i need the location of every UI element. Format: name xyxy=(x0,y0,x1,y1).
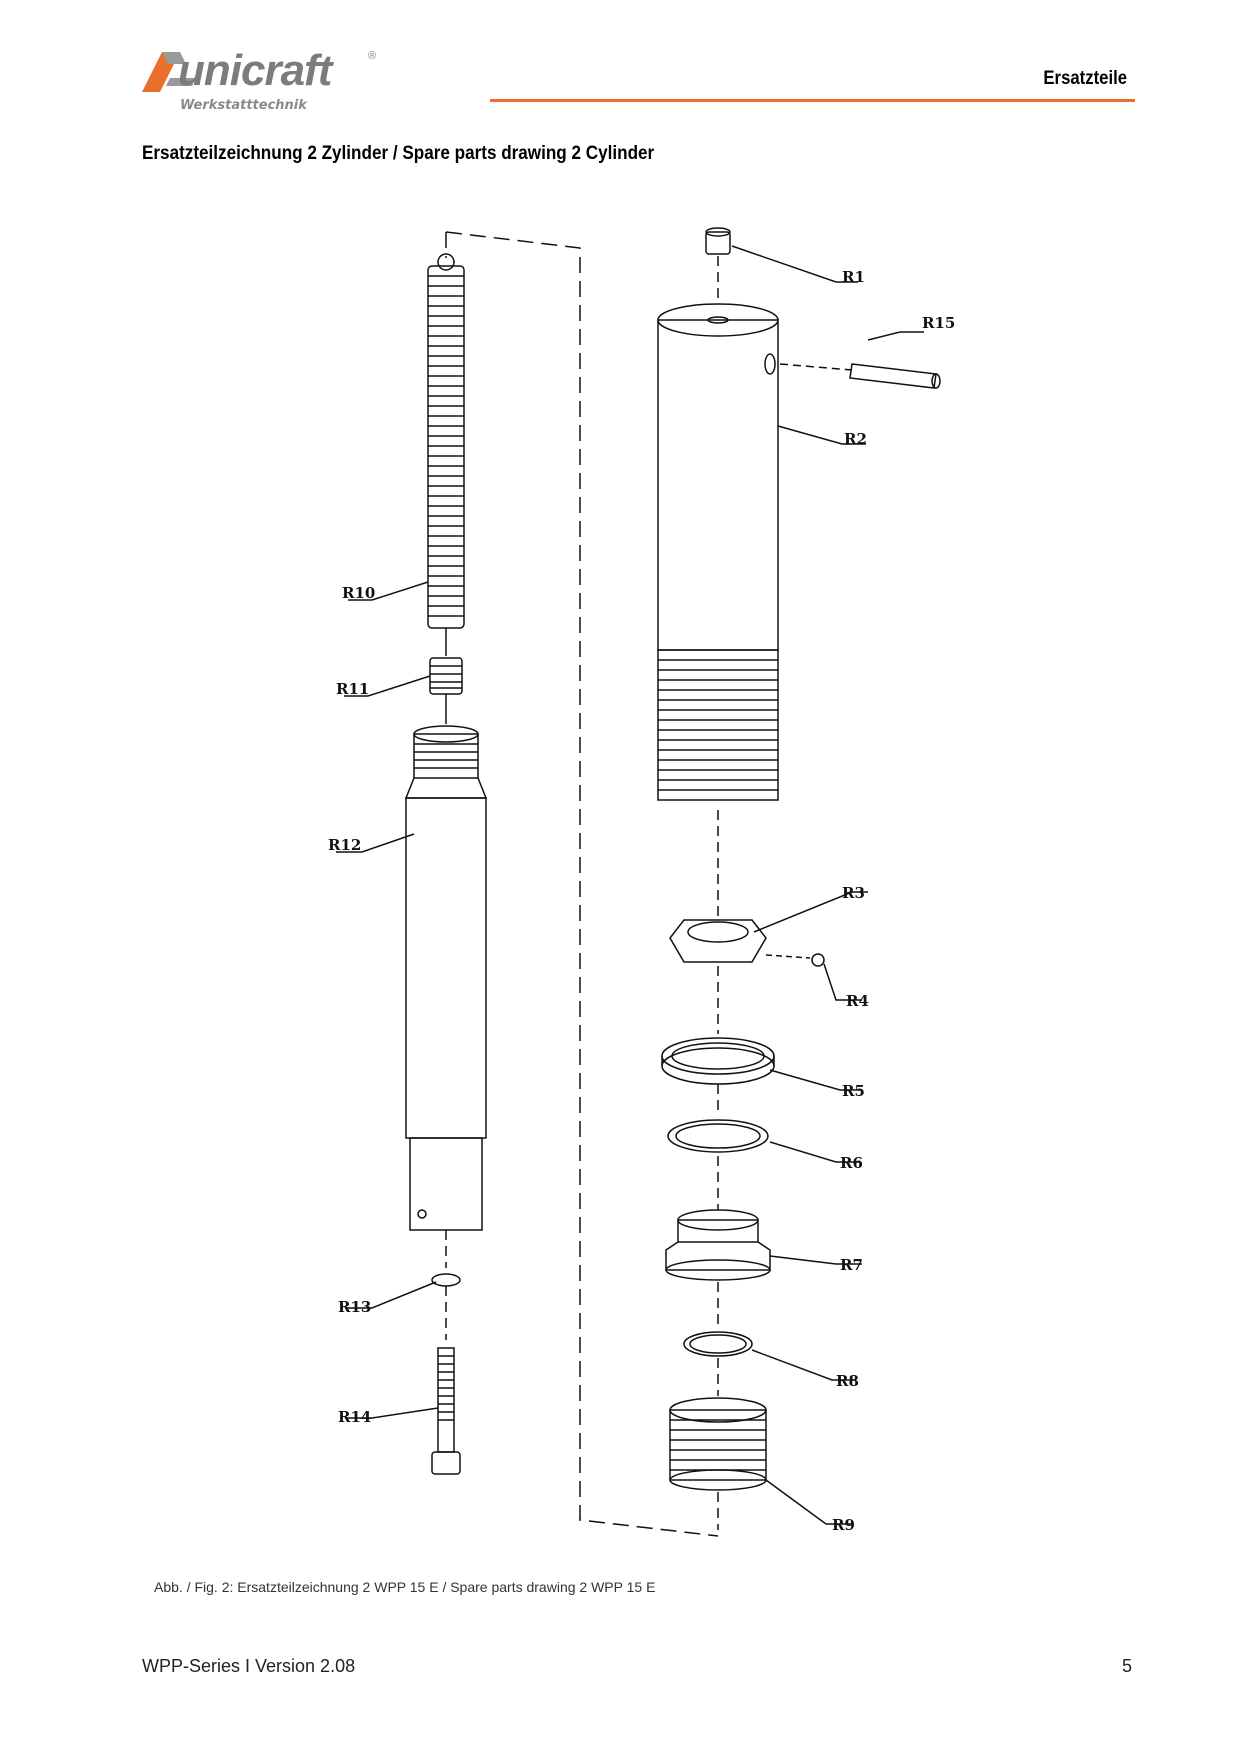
part-r2-cylinder xyxy=(657,303,779,801)
label-r2: R2 xyxy=(844,430,867,448)
label-r8: R8 xyxy=(836,1372,859,1390)
page-number: 5 xyxy=(1121,1656,1132,1676)
part-r6-ring xyxy=(667,1119,769,1153)
logo-subtitle: Werkstatttechnik xyxy=(180,98,307,113)
part-r12-piston xyxy=(404,725,488,1231)
logo-wordmark: unicraft xyxy=(178,46,332,95)
label-r5: R5 xyxy=(842,1082,865,1100)
logo-mark-icon xyxy=(142,52,196,92)
label-r1: R1 xyxy=(842,268,865,286)
label-r11: R11 xyxy=(336,680,369,698)
label-r3: R3 xyxy=(842,884,865,902)
part-r15-pin xyxy=(849,363,941,389)
header-divider xyxy=(490,99,1135,102)
label-r6: R6 xyxy=(840,1154,863,1172)
label-r9: R9 xyxy=(832,1516,855,1534)
label-r14: R14 xyxy=(338,1408,371,1426)
part-r5-bearing xyxy=(661,1037,775,1085)
figure-caption: Abb. / Fig. 2: Ersatzteilzeichnung 2 WPP… xyxy=(154,1579,656,1595)
label-r10: R10 xyxy=(342,584,375,602)
section-title: Ersatzteile xyxy=(1043,68,1127,89)
part-r1-screw xyxy=(705,227,731,255)
part-r14-bolt xyxy=(431,1347,461,1475)
label-r12: R12 xyxy=(328,836,361,854)
label-r13: R13 xyxy=(338,1298,371,1316)
label-r7: R7 xyxy=(840,1256,863,1274)
logo-registered-mark: ® xyxy=(368,50,377,62)
part-r10-spring xyxy=(427,253,465,629)
part-r8-oring xyxy=(683,1331,753,1357)
brand-logo: unicraft ® Werkstatttechnik xyxy=(140,42,380,113)
part-r7-bushing xyxy=(665,1209,771,1281)
part-r13-washer xyxy=(431,1273,461,1287)
part-r11-insert xyxy=(429,657,463,695)
part-r3-nut xyxy=(669,919,767,963)
part-r4-grub xyxy=(811,953,825,967)
footer-version: WPP-Series I Version 2.08 xyxy=(142,1656,356,1676)
label-r15: R15 xyxy=(922,314,955,332)
label-r4: R4 xyxy=(846,992,869,1010)
page-title: Ersatzteilzeichnung 2 Zylinder / Spare p… xyxy=(142,143,655,164)
part-r9-cap xyxy=(669,1397,767,1491)
